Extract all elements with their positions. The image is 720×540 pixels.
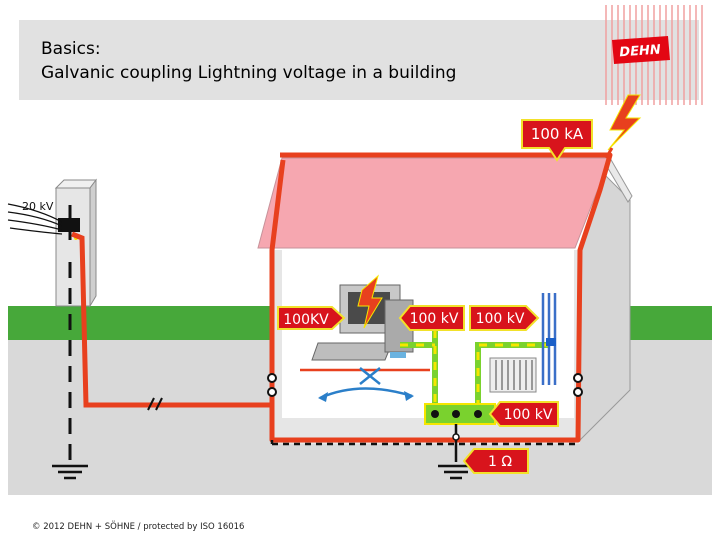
svg-text:100 kA: 100 kA	[531, 125, 584, 143]
svg-text:100KV: 100KV	[283, 312, 329, 328]
heating-pipes	[541, 293, 557, 385]
pc-left-voltage-label: 100KV	[277, 306, 346, 330]
svg-text:100 kV: 100 kV	[410, 311, 459, 327]
earth-resistance-label: 1 Ω	[462, 448, 529, 474]
heater-voltage-label: 100 kV	[469, 305, 540, 331]
wall-feedthrough-left	[267, 373, 277, 397]
roof	[257, 157, 611, 249]
page-title: Basics: Galvanic coupling Lightning volt…	[41, 37, 456, 85]
header-bar	[19, 20, 699, 100]
logo-text: DEHN	[619, 43, 661, 61]
earth-terminal	[452, 433, 460, 441]
building-boundary-dashed	[270, 440, 578, 446]
grid-lines	[7, 203, 63, 235]
svg-text:100 kV: 100 kV	[504, 407, 553, 423]
radiator	[489, 357, 537, 393]
lightning-bolt-main	[607, 94, 642, 151]
lightning-bolt-pc	[357, 274, 383, 329]
lightning-conductor	[269, 152, 613, 443]
grid-voltage-label: 20 kV	[22, 200, 54, 213]
transformer-pole	[54, 178, 97, 308]
title-line-1: Basics:	[41, 39, 101, 59]
logo-badge	[612, 36, 670, 64]
pc-right-voltage-label: 100 kV	[398, 305, 465, 331]
svg-text:100 kV: 100 kV	[476, 311, 525, 327]
bonding-bar	[424, 403, 496, 425]
isolation-break-icon	[147, 397, 163, 411]
pole-earth-symbol	[52, 464, 88, 480]
svg-text:1 Ω: 1 Ω	[488, 454, 512, 470]
footer-copyright: © 2012 DEHN + SÖHNE / protected by ISO 1…	[32, 522, 245, 532]
lightning-strike-line	[604, 147, 614, 159]
dehn-logo: DEHN	[604, 0, 704, 110]
lightning-current-label: 100 kA	[521, 119, 593, 162]
incoming-line	[71, 231, 272, 408]
title-line-2: Galvanic coupling Lightning voltage in a…	[41, 63, 457, 83]
flashover-arrows	[318, 367, 414, 402]
equipotential-bonding	[400, 330, 548, 408]
bonding-bar-voltage-label: 100 kV	[488, 401, 559, 427]
svg-text:20 kV: 20 kV	[22, 200, 54, 213]
wall-feedthrough-right	[573, 373, 583, 397]
